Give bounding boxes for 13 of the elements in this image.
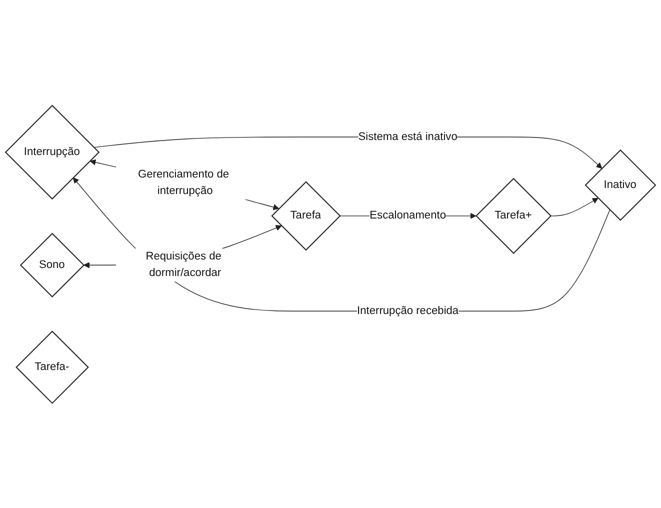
edge-label: Requisições de dormir/acordar	[146, 250, 222, 279]
edge-label: Escalonamento	[370, 209, 446, 222]
arrow	[550, 197, 598, 216]
node-diamond: Tarefa-	[16, 330, 89, 404]
edge-label: Gerenciamento de interrupção	[138, 168, 230, 196]
arrow	[72, 177, 610, 312]
edge-label: Interrupção recebida	[357, 304, 459, 316]
node-diamond: Interrupção	[4, 104, 100, 200]
edge-label: Sistema está inativo	[358, 130, 458, 142]
node-diamond: Tarefa	[271, 180, 341, 250]
node-diamond: Inativo	[584, 149, 656, 221]
node-diamond: Tarefa+	[476, 178, 552, 254]
node-diamond: Sono	[20, 232, 85, 298]
